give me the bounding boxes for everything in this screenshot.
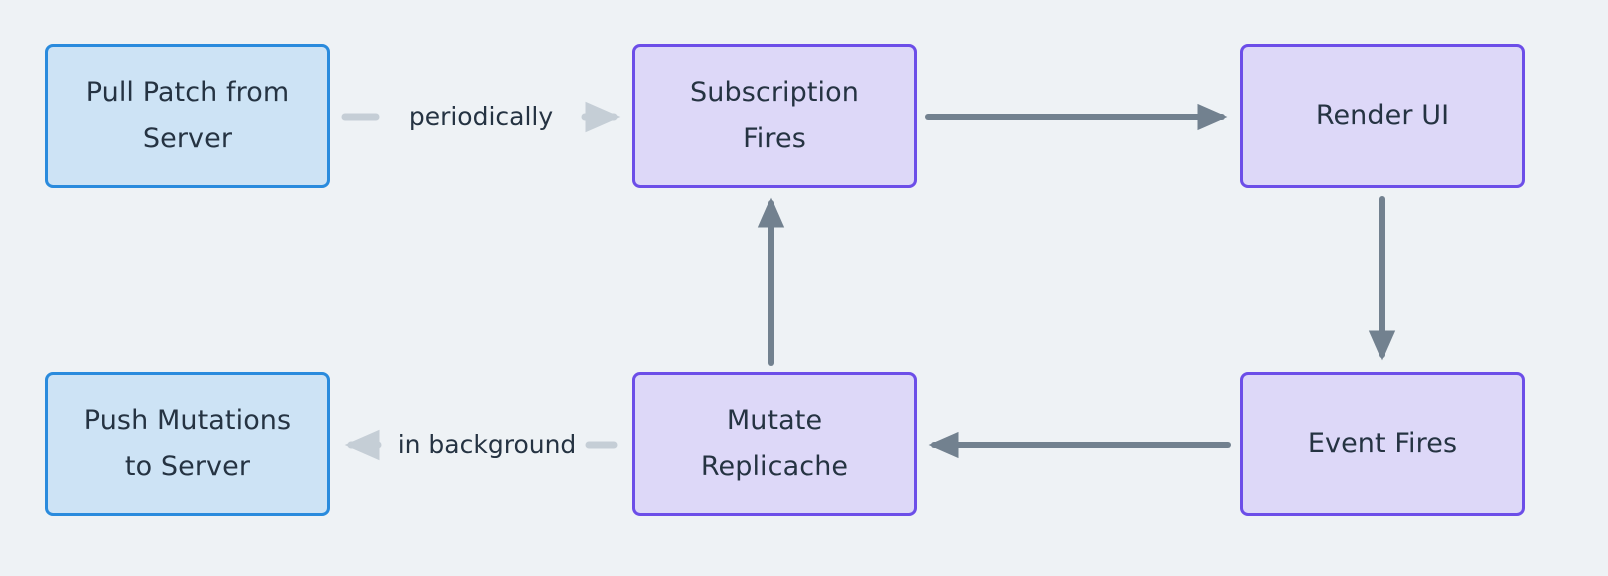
- node-pull-patch-from-server[interactable]: Pull Patch from Server: [45, 44, 330, 188]
- edge-label-periodically: periodically: [408, 102, 554, 131]
- node-label: Push Mutations to Server: [83, 405, 292, 482]
- node-label: Event Fires: [1307, 428, 1458, 459]
- edge-label-in-background: in background: [397, 430, 577, 459]
- node-push-mutations-to-server[interactable]: Push Mutations to Server: [45, 372, 330, 516]
- node-label: Subscription Fires: [690, 77, 859, 154]
- node-label: Pull Patch from Server: [85, 77, 290, 154]
- node-render-ui[interactable]: Render UI: [1240, 44, 1525, 188]
- node-label: Mutate Replicache: [700, 405, 849, 482]
- node-mutate-replicache[interactable]: Mutate Replicache: [632, 372, 917, 516]
- node-event-fires[interactable]: Event Fires: [1240, 372, 1525, 516]
- node-subscription-fires[interactable]: Subscription Fires: [632, 44, 917, 188]
- node-label: Render UI: [1315, 100, 1450, 131]
